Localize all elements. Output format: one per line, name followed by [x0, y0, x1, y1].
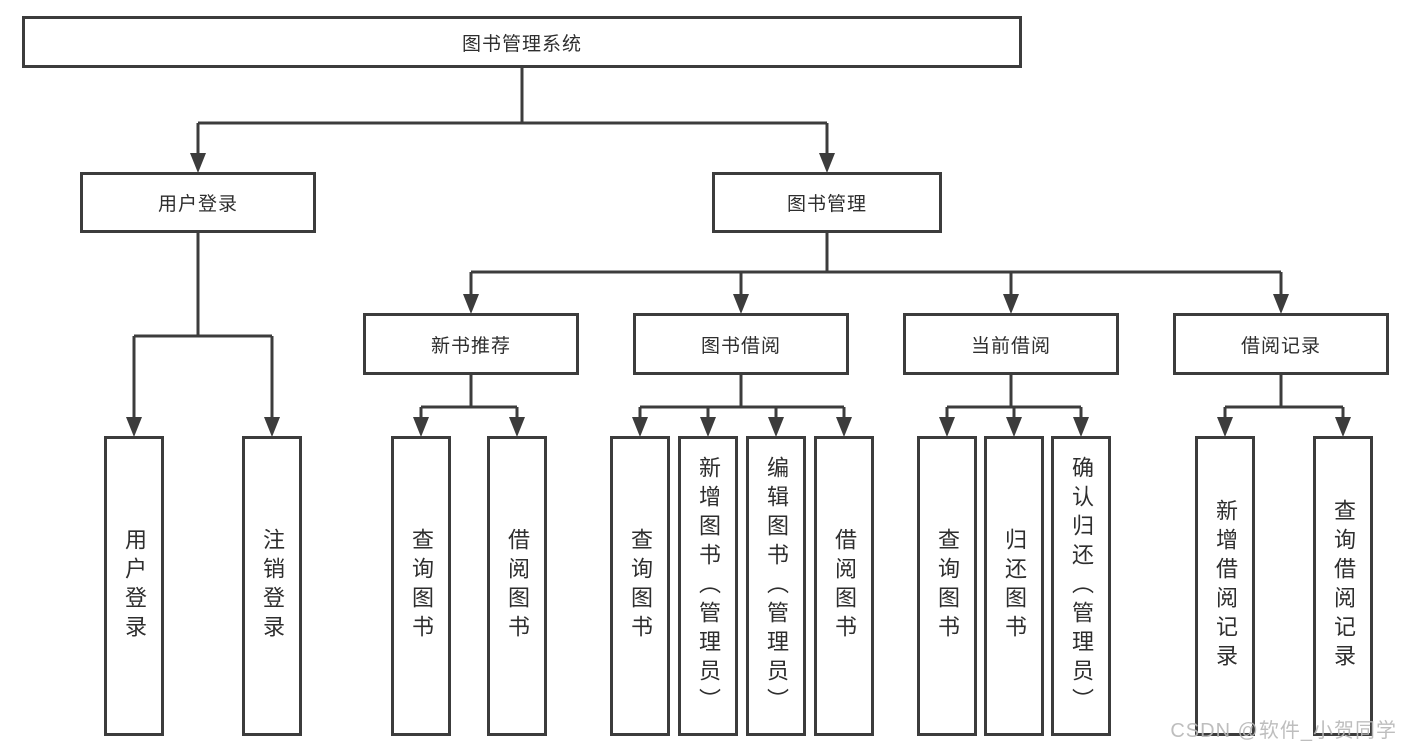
leaf-user-login: 用户登录 — [104, 436, 164, 736]
leaf-add-books-admin: 新增图书（管理员） — [678, 436, 738, 736]
node-borrowing-records: 借阅记录 — [1173, 313, 1389, 375]
csdn-watermark: CSDN @软件_小贺同学 — [1170, 720, 1397, 742]
leaf-add-borrow-record: 新增借阅记录 — [1195, 436, 1255, 736]
leaf-return-books: 归还图书 — [984, 436, 1044, 736]
leaf-borrow-books-recommend: 借阅图书 — [487, 436, 547, 736]
leaf-search-books-recommend: 查询图书 — [391, 436, 451, 736]
node-user-login: 用户登录 — [80, 172, 316, 233]
leaf-search-books-borrowing: 查询图书 — [610, 436, 670, 736]
connector-edges — [132, 68, 1345, 419]
node-new-book-recommendation: 新书推荐 — [363, 313, 579, 375]
node-book-borrowing: 图书借阅 — [633, 313, 849, 375]
node-current-borrowing: 当前借阅 — [903, 313, 1119, 375]
leaf-borrow-books: 借阅图书 — [814, 436, 874, 736]
arrowheads — [126, 153, 1351, 437]
leaf-confirm-return-admin: 确认归还（管理员） — [1051, 436, 1111, 736]
leaf-edit-books-admin: 编辑图书（管理员） — [746, 436, 806, 736]
leaf-search-borrow-record: 查询借阅记录 — [1313, 436, 1373, 736]
node-library-management-system: 图书管理系统 — [22, 16, 1022, 68]
node-book-management: 图书管理 — [712, 172, 942, 233]
leaf-logout: 注销登录 — [242, 436, 302, 736]
leaf-search-books-current: 查询图书 — [917, 436, 977, 736]
